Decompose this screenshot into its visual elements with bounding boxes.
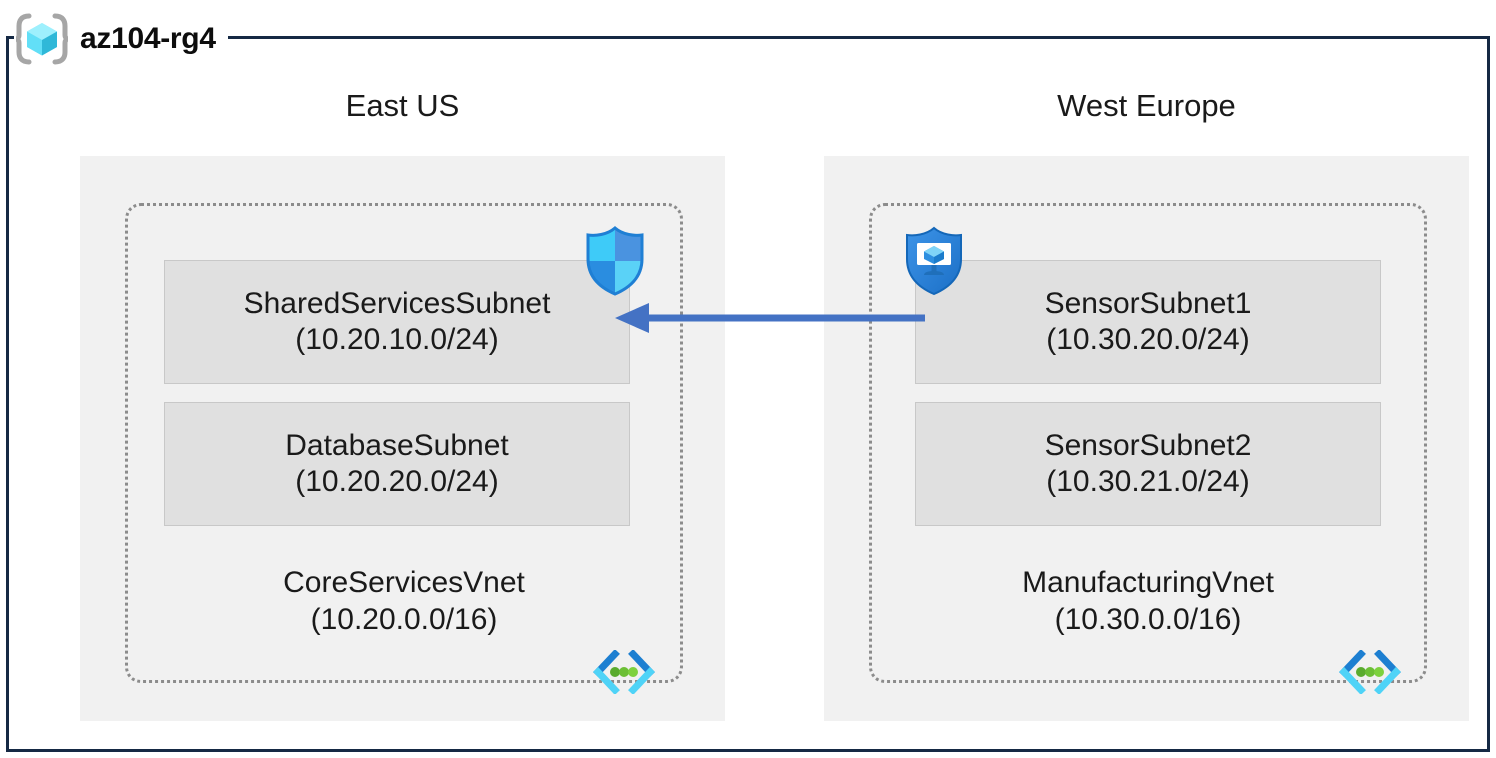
vnet-label-manufacturingvnet: ManufacturingVnet (10.30.0.0/16) [869,564,1427,638]
subnet-name: SharedServicesSubnet [243,287,551,320]
resource-group-name: az104-rg4 [80,22,216,55]
vnet-name: ManufacturingVnet [1022,566,1274,599]
vnet-label-coreservicesvnet: CoreServicesVnet (10.20.0.0/16) [125,564,683,638]
vnet-cidr: (10.30.0.0/16) [1054,603,1242,637]
subnet-cidr: (10.30.21.0/24) [1046,465,1250,498]
subnet-sharedservicessubnet[interactable]: SharedServicesSubnet (10.20.10.0/24) [164,260,630,384]
virtual-network-icon [593,649,655,695]
vnet-peering-arrow [615,300,925,336]
virtual-network-icon [1339,649,1401,695]
resource-group-frame [6,36,1490,752]
vnet-container-coreservicesvnet [125,203,683,683]
network-security-group-monitor-shield-icon [902,226,966,296]
network-security-group-shield-icon [583,226,647,296]
subnet-databasesubnet[interactable]: DatabaseSubnet (10.20.20.0/24) [164,402,630,526]
subnet-cidr: (10.20.20.0/24) [295,465,499,498]
vnet-cidr: (10.20.0.0/16) [310,603,498,637]
vnet-name: CoreServicesVnet [283,566,525,599]
subnet-name: SensorSubnet1 [1044,287,1252,320]
region-label-west-europe: West Europe [1057,88,1236,123]
subnet-name: SensorSubnet2 [1044,429,1252,462]
subnet-name: DatabaseSubnet [285,429,509,462]
subnet-sensorsubnet2[interactable]: SensorSubnet2 (10.30.21.0/24) [915,402,1381,526]
region-label-east-us: East US [345,88,460,123]
subnet-cidr: (10.20.10.0/24) [295,323,499,356]
vnet-container-manufacturingvnet [869,203,1427,683]
resource-group-cube-icon [14,13,70,65]
subnet-cidr: (10.30.20.0/24) [1046,323,1250,356]
resource-group-header: az104-rg4 [14,13,228,65]
subnet-sensorsubnet1[interactable]: SensorSubnet1 (10.30.20.0/24) [915,260,1381,384]
